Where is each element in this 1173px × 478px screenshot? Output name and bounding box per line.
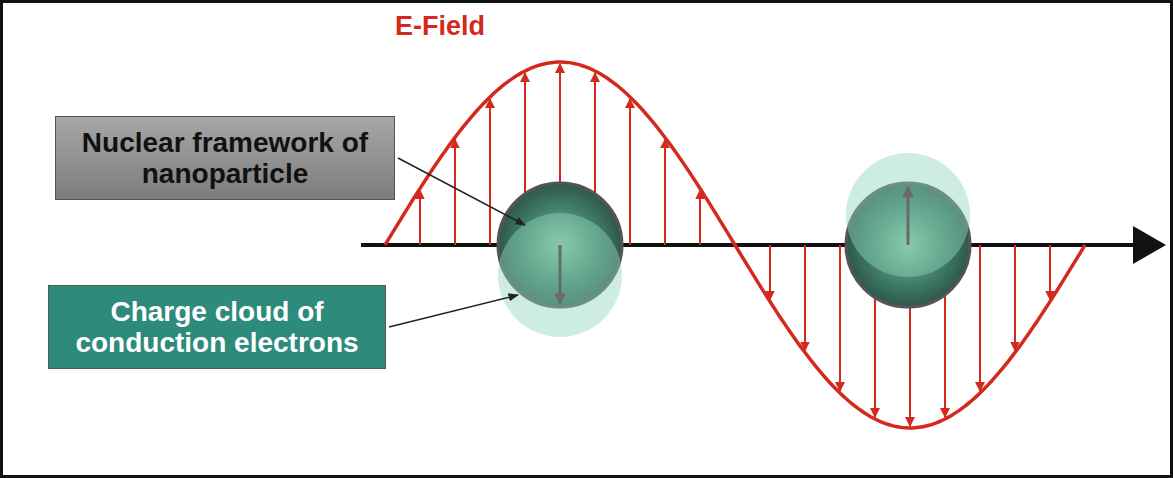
leader-lines — [389, 158, 525, 327]
field-vector — [629, 99, 631, 245]
electron-label-box: Charge cloud of conduction electrons — [48, 285, 386, 370]
field-vector — [1049, 245, 1051, 300]
electron-cloud — [846, 153, 970, 277]
field-vector — [419, 190, 421, 245]
field-vector — [804, 245, 806, 351]
e-field-wave — [361, 62, 1166, 428]
field-vector — [454, 139, 456, 245]
field-vector — [489, 99, 491, 245]
field-vector — [1014, 245, 1016, 351]
nucleus-label-box: Nuclear framework of nanoparticle — [55, 116, 395, 201]
box-text: Nuclear framework of nanoparticle — [68, 127, 382, 190]
e-field-curve — [385, 62, 1085, 428]
displacement-arrow — [559, 245, 562, 303]
field-vector — [664, 139, 666, 245]
nanoparticle — [846, 153, 970, 307]
nanoparticles — [498, 153, 970, 337]
box-text: Charge cloud of conduction electrons — [61, 296, 373, 359]
propagation-axis — [361, 243, 1143, 247]
nanoparticle — [498, 183, 622, 337]
leader-line — [389, 295, 518, 327]
axis-arrowhead — [1133, 226, 1166, 264]
displacement-arrow — [907, 188, 910, 245]
field-label: E-Field — [395, 11, 485, 42]
electron-cloud — [498, 213, 622, 337]
field-vector — [769, 245, 771, 300]
field-vector — [979, 245, 981, 391]
field-illustration — [3, 3, 1170, 475]
field-vector — [839, 245, 841, 391]
field-vector — [699, 190, 701, 245]
leader-line — [398, 158, 525, 225]
